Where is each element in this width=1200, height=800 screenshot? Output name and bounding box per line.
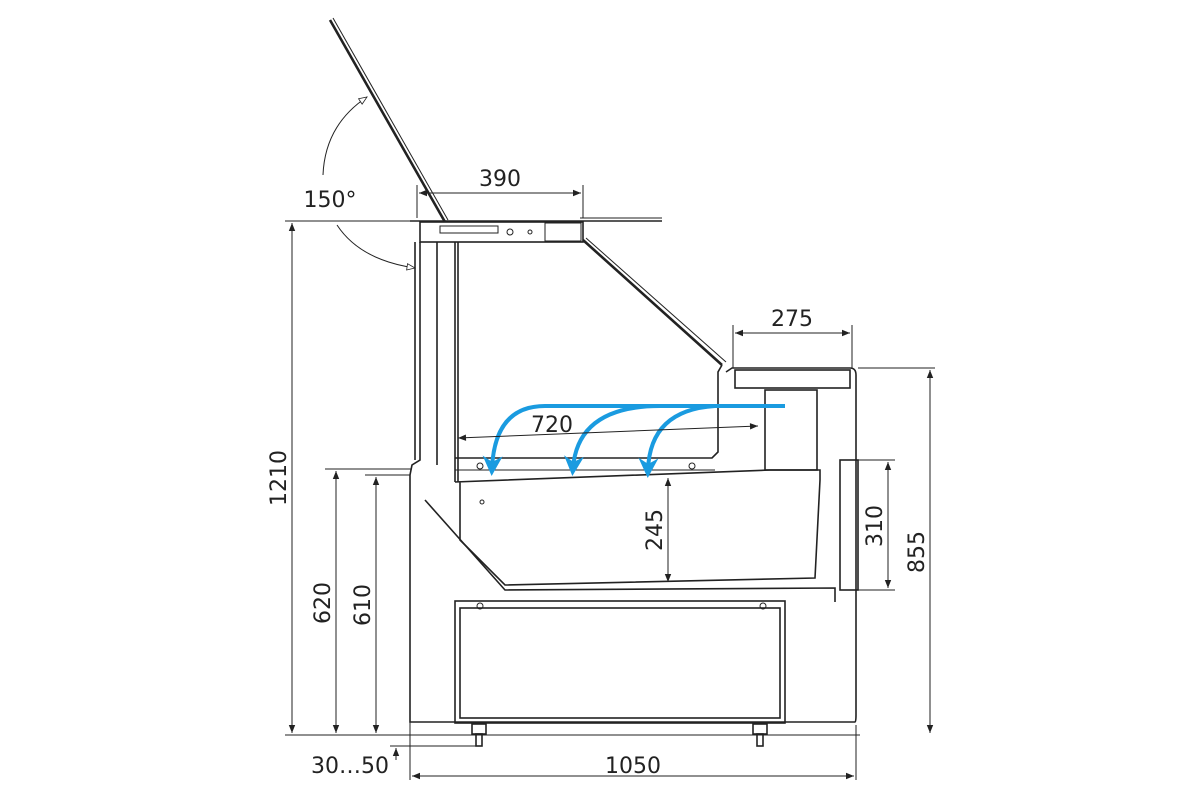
adjustable-legs	[471, 723, 768, 747]
compressor-compartment	[454, 600, 786, 724]
dim-top-depth: 390	[479, 167, 521, 192]
cabinet-body	[409, 242, 859, 723]
dim-total-depth: 1050	[605, 754, 661, 779]
open-lid	[328, 17, 449, 223]
dim-shelf-depth: 275	[771, 307, 813, 332]
dimension-lines	[285, 96, 935, 780]
dim-display-height: 245	[643, 509, 668, 551]
dim-lid-angle: 150°	[304, 188, 357, 213]
dim-rear-panel-height: 310	[863, 505, 888, 547]
dim-front-height: 620	[311, 582, 336, 624]
front-glass	[455, 237, 727, 459]
dim-display-depth: 720	[531, 413, 573, 438]
dim-counter-height: 610	[351, 584, 376, 626]
top-assembly	[410, 217, 662, 243]
dim-rear-height: 855	[905, 531, 930, 573]
dim-leg-adjust: 30…50	[311, 754, 389, 779]
dim-total-height: 1210	[267, 450, 292, 506]
